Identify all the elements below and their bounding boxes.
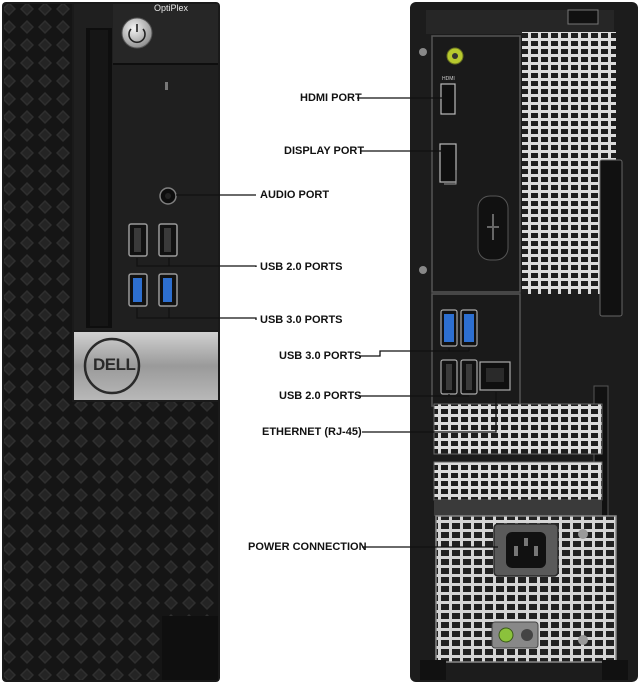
leader-lines <box>136 97 498 548</box>
display-port-shape <box>439 143 457 183</box>
front-view <box>2 2 220 682</box>
label-usb3-front: USB 3.0 PORTS <box>260 314 343 326</box>
label-audio-port: AUDIO PORT <box>260 189 330 201</box>
power-button-icon <box>121 17 153 49</box>
hdmi-port-shape <box>440 83 456 115</box>
optiplex-brand-text: OptiPlex <box>154 3 189 13</box>
label-usb3-rear: USB 3.0 PORTS <box>279 350 362 362</box>
leader-ethernet <box>362 392 497 433</box>
label-hdmi-port: HDMI PORT <box>300 92 362 104</box>
label-power-connection: POWER CONNECTION <box>248 541 367 553</box>
leader-usb3-rear <box>359 348 450 357</box>
label-display-port: DISPLAY PORT <box>284 145 365 157</box>
dell-logo-text: DELL <box>93 355 136 374</box>
rear-view <box>410 2 638 682</box>
label-ethernet: ETHERNET (RJ-45) <box>262 426 362 438</box>
hdmi-marking-text: HDMI <box>442 76 455 82</box>
label-usb2-rear: USB 2.0 PORTS <box>279 390 362 402</box>
label-usb2-front: USB 2.0 PORTS <box>260 261 343 273</box>
dell-logo-icon <box>83 337 141 395</box>
